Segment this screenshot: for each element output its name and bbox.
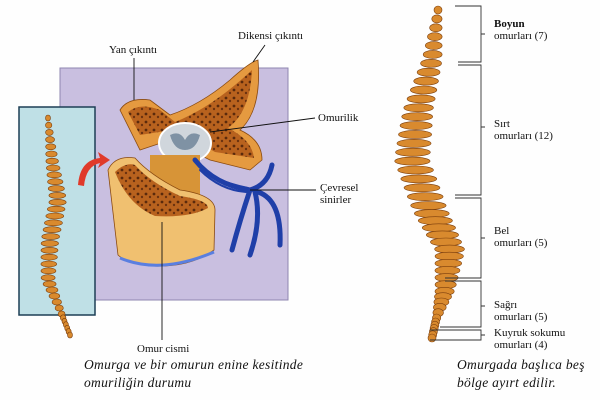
- label-peripheral-nerves-1: Çevresel: [320, 182, 359, 194]
- vertebra: [51, 298, 62, 306]
- region-name: Kuyruk sokumu: [494, 327, 566, 339]
- vertebra: [401, 112, 433, 121]
- vertebra: [45, 136, 55, 143]
- vertebra: [46, 164, 61, 172]
- label-transverse-process: Yan çıkıntı: [109, 44, 158, 56]
- vertebra: [425, 230, 459, 240]
- vertebra: [430, 237, 462, 247]
- caption-right-line1: Omurgada başlıca beş: [457, 357, 585, 372]
- vertebra: [45, 150, 58, 158]
- vertebra: [46, 171, 62, 179]
- label-vertebral-body: Omur cismi: [137, 343, 190, 355]
- leader-lines: [133, 44, 316, 340]
- vertebra: [48, 198, 67, 206]
- arrow-icon: [78, 152, 110, 186]
- vertebra: [410, 85, 438, 95]
- region-count: omurları (12): [494, 130, 553, 142]
- region-name: Sırt: [494, 118, 510, 130]
- vertebra: [416, 67, 441, 77]
- vertebra: [427, 32, 443, 41]
- vertebra: [434, 244, 465, 254]
- vertebra: [422, 50, 443, 59]
- caption-right-line2: bölge ayırt edilir.: [457, 375, 557, 390]
- vertebra: [420, 59, 442, 68]
- spine-illustration-large: [394, 5, 465, 343]
- vertebra: [40, 267, 57, 275]
- region-count: omurları (4): [494, 339, 548, 351]
- vertebra: [47, 185, 65, 192]
- vertebra: [45, 157, 59, 165]
- vertebra: [427, 333, 437, 343]
- vertebra: [48, 192, 67, 199]
- vertebra: [397, 165, 434, 175]
- vertebra: [417, 216, 453, 225]
- vertebra: [40, 274, 56, 282]
- vertebra: [434, 259, 463, 268]
- vertebra: [44, 219, 63, 227]
- vertebra: [45, 143, 57, 151]
- vertebra: [47, 205, 66, 213]
- vertebra: [45, 114, 51, 122]
- vertebra: [45, 121, 53, 129]
- vertebra: [45, 286, 59, 294]
- vertebra: [67, 331, 73, 339]
- vertebra: [45, 129, 54, 136]
- region-name: Sağrı: [494, 299, 518, 311]
- vertebra: [54, 304, 64, 312]
- vertebra: [396, 139, 432, 148]
- vertebra: [406, 94, 436, 104]
- label-spinous-process: Dikensi çıkıntı: [238, 30, 304, 42]
- label-peripheral-nerves-2: sinirler: [320, 194, 352, 206]
- vertebra: [42, 280, 57, 288]
- spine-illustration-small: [40, 114, 73, 339]
- vertebra: [431, 14, 443, 24]
- caption-left-line1: Omurga ve bir omurun enine kesitinde: [84, 357, 304, 372]
- vertebra: [40, 246, 59, 254]
- label-spinal-cord: Omurilik: [318, 112, 359, 124]
- vertebra: [410, 201, 447, 210]
- vertebra: [434, 266, 461, 275]
- vertebra: [398, 130, 432, 139]
- vertebra: [42, 226, 62, 234]
- region-name: Boyun: [494, 18, 525, 30]
- peripheral-nerves: [192, 157, 283, 258]
- vertebra-cross-section: [107, 59, 283, 267]
- caption-left-line2: omuriliğin durumu: [84, 375, 192, 390]
- region-count: omurları (5): [494, 237, 548, 249]
- vertebra: [45, 212, 65, 220]
- vertebra: [47, 178, 64, 186]
- vertebra: [395, 147, 431, 157]
- vertebra: [414, 209, 450, 218]
- vertebra: [413, 76, 439, 86]
- vertebra: [425, 41, 443, 50]
- vertebra: [399, 121, 433, 130]
- vertebra: [41, 233, 60, 240]
- vertebra: [421, 223, 456, 233]
- vertebra: [40, 260, 57, 268]
- region-count: omurları (5): [494, 311, 548, 323]
- vertebra: [406, 192, 444, 201]
- region-brackets: [430, 5, 485, 341]
- vertebra: [433, 5, 443, 15]
- region-count: omurları (7): [494, 30, 548, 42]
- vertebra: [40, 240, 59, 247]
- vertebra: [40, 253, 58, 261]
- vertebra: [403, 103, 434, 113]
- vertebra: [400, 174, 438, 184]
- vertebra: [394, 156, 431, 166]
- vertebra: [434, 251, 464, 261]
- vertebra: [429, 23, 443, 33]
- region-name: Bel: [494, 225, 510, 237]
- vertebra: [48, 292, 61, 300]
- vertebra: [403, 183, 441, 193]
